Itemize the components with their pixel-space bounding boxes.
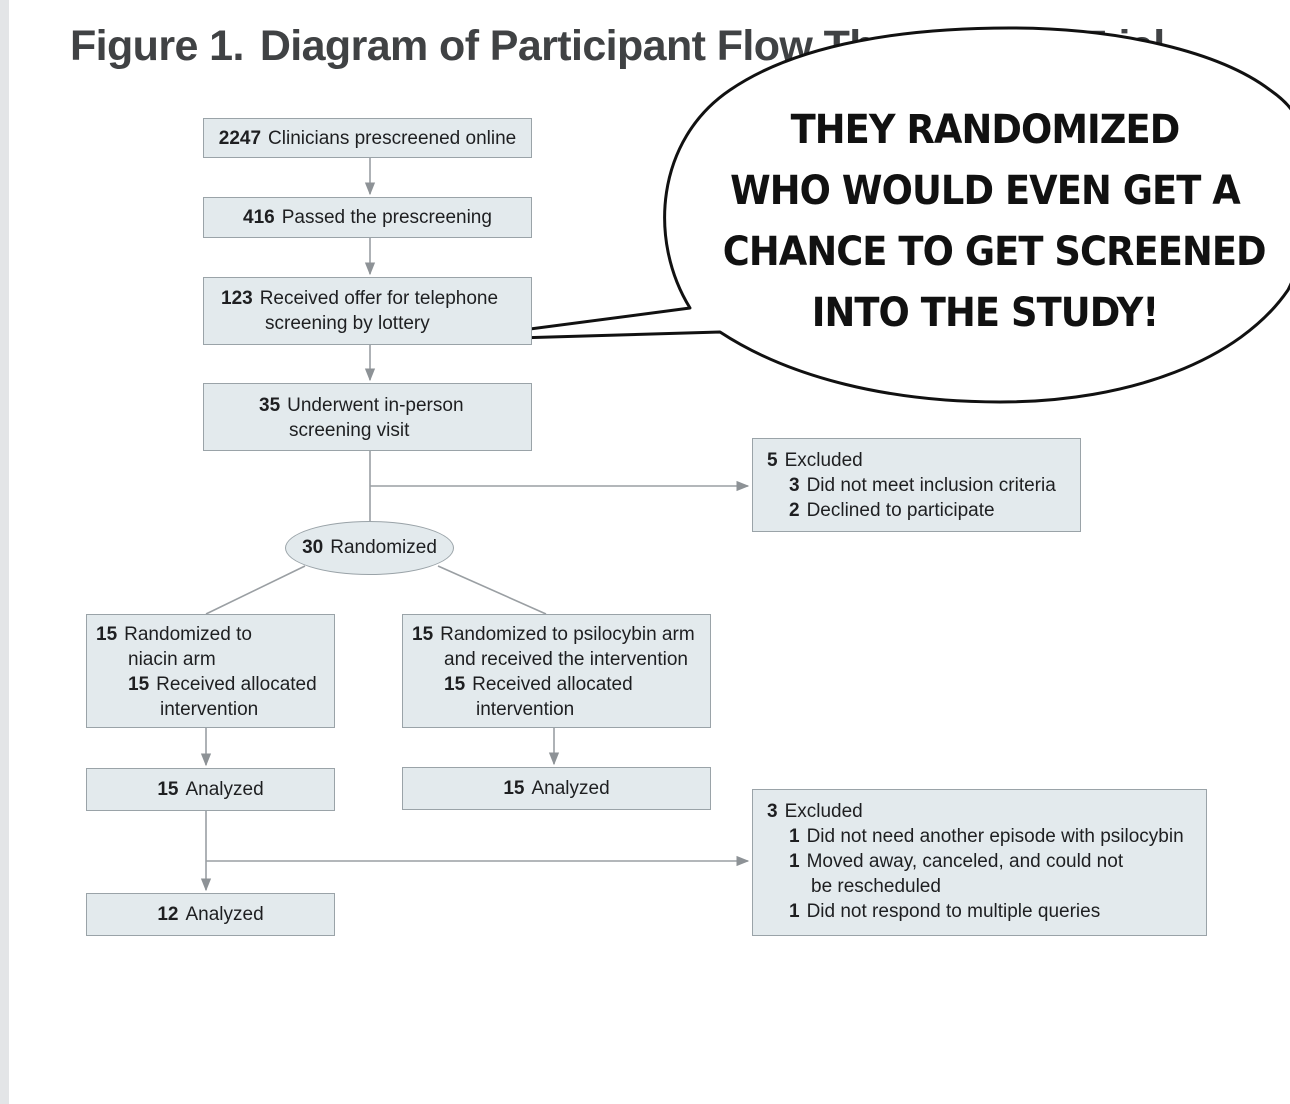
box-inperson-screening: 35 Underwent in-person screening visit <box>203 383 532 451</box>
psilocybin-count: 15 <box>412 624 434 645</box>
niacin-sub-line2: intervention <box>160 699 259 720</box>
box-psilocybin-arm: 15 Randomized to psilocybin arm and recei… <box>402 614 711 728</box>
niacin-sub-line1: Received allocated <box>156 674 317 695</box>
prescreened-text: Clinicians prescreened online <box>268 127 517 149</box>
bubble-line-1: THEY RANDOMIZED <box>790 107 1181 153</box>
bubble-line-4: INTO THE STUDY! <box>811 290 1159 336</box>
connector-randomized-to-niacin <box>205 565 306 615</box>
final-analyzed-text: Analyzed <box>185 904 264 925</box>
box-passed: 416 Passed the prescreening <box>203 197 532 238</box>
niacin-analyzed-count: 15 <box>157 779 179 800</box>
excluded1-reason1-text: Did not meet inclusion criteria <box>806 475 1056 496</box>
box-niacin-analyzed: 15 Analyzed <box>86 768 335 811</box>
box-psilocybin-analyzed: 15 Analyzed <box>402 767 711 810</box>
figure-number: Figure 1. <box>70 22 244 70</box>
excluded1-text: Excluded <box>784 450 863 471</box>
excluded2-reason3-count: 1 <box>789 901 800 922</box>
offer-line2: screening by lottery <box>265 313 430 334</box>
oval-randomized: 30 Randomized <box>285 521 454 575</box>
randomized-count: 30 <box>302 537 324 558</box>
excluded1-reason1-count: 3 <box>789 475 800 496</box>
bubble-line-3: CHANCE TO GET SCREENED <box>722 229 1267 275</box>
niacin-sub-count: 15 <box>128 674 150 695</box>
passed-text: Passed the prescreening <box>281 207 492 228</box>
psilocybin-sub-line1: Received allocated <box>472 674 633 695</box>
excluded1-reason: 2 Declined to participate <box>767 498 1080 523</box>
speech-bubble-text: THEY RANDOMIZED WHO WOULD EVEN GET A CHA… <box>722 100 1267 344</box>
excluded2-text: Excluded <box>784 801 863 822</box>
inperson-count: 35 <box>259 395 281 416</box>
final-analyzed-count: 12 <box>157 904 179 925</box>
offer-line1: Received offer for telephone <box>259 288 499 309</box>
excluded2-reason2-count: 1 <box>789 851 800 872</box>
psilocybin-line2: and received the intervention <box>444 649 688 670</box>
randomized-text: Randomized <box>330 537 437 558</box>
excluded2-count: 3 <box>767 801 778 822</box>
excluded2-reason1-text: Did not need another episode with psiloc… <box>806 826 1184 847</box>
connector-randomized-to-psilocybin <box>437 565 547 615</box>
psilocybin-analyzed-text: Analyzed <box>531 778 610 799</box>
box-final-analyzed: 12 Analyzed <box>86 893 335 936</box>
offer-count: 123 <box>221 288 253 309</box>
box-excluded-followup: 3 Excluded 1 Did not need another episode … <box>752 789 1207 936</box>
psilocybin-line1: Randomized to psilocybin arm <box>440 624 695 645</box>
speech-bubble-outline <box>444 26 1290 404</box>
psilocybin-analyzed-count: 15 <box>503 778 525 799</box>
niacin-analyzed-text: Analyzed <box>185 779 264 800</box>
bubble-line-2: WHO WOULD EVEN GET A <box>730 168 1241 214</box>
excluded1-reason: 3 Did not meet inclusion criteria <box>767 473 1080 498</box>
niacin-count: 15 <box>96 624 118 645</box>
excluded1-reason2-count: 2 <box>789 500 800 521</box>
excluded1-count: 5 <box>767 450 778 471</box>
excluded2-reason: 1 Moved away, canceled, and could not <box>767 849 1206 874</box>
box-telephone-offer: 123 Received offer for telephone screenin… <box>203 277 532 345</box>
left-edge-strip <box>0 0 9 1104</box>
niacin-line2: niacin arm <box>128 649 216 670</box>
psilocybin-sub-count: 15 <box>444 674 466 695</box>
psilocybin-sub-line2: intervention <box>476 699 575 720</box>
prescreened-count: 2247 <box>218 127 262 149</box>
box-prescreened: 2247 Clinicians prescreened online <box>203 118 532 158</box>
excluded2-reason1-count: 1 <box>789 826 800 847</box>
excluded2-reason: 1 Did not need another episode with psilo… <box>767 824 1206 849</box>
passed-count: 416 <box>243 207 275 228</box>
box-excluded-screening: 5 Excluded 3 Did not meet inclusion criter… <box>752 438 1081 532</box>
inperson-line2: screening visit <box>289 420 410 441</box>
excluded2-reason3-text: Did not respond to multiple queries <box>806 901 1101 922</box>
excluded2-reason2-line2: be rescheduled <box>811 876 941 897</box>
excluded1-reason2-text: Declined to participate <box>806 500 995 521</box>
inperson-line1: Underwent in-person <box>287 395 464 416</box>
excluded2-reason: 1 Did not respond to multiple queries <box>767 899 1206 924</box>
excluded2-reason2-text: Moved away, canceled, and could not <box>806 851 1124 872</box>
niacin-line1: Randomized to <box>124 624 252 645</box>
